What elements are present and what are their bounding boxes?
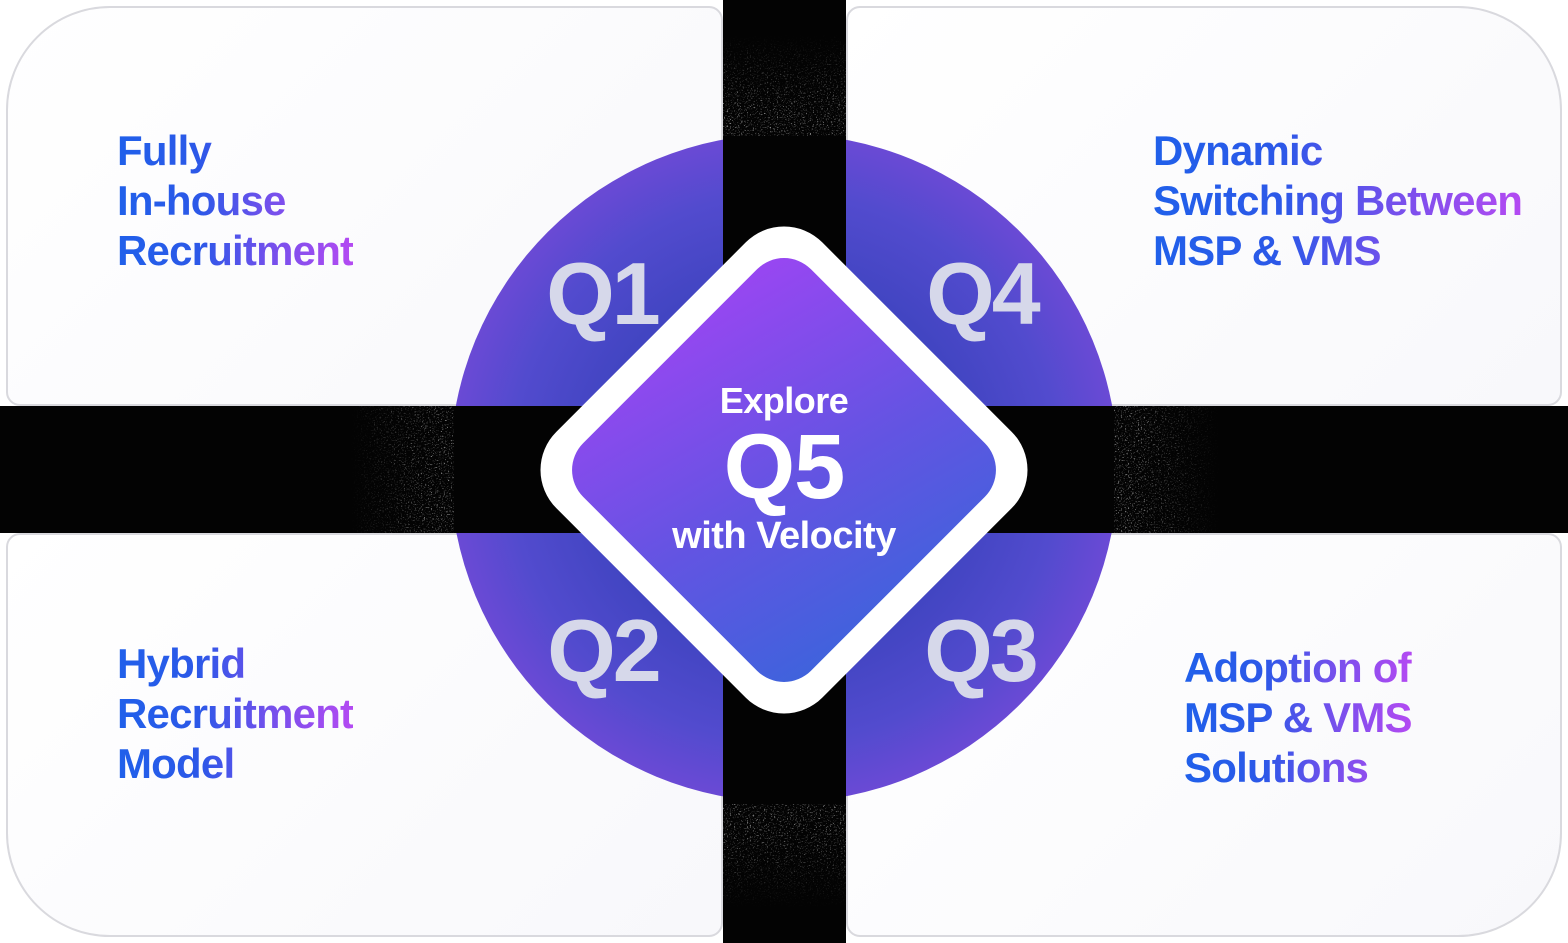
heading-q3: Adoption of MSP & VMS Solutions — [1184, 643, 1412, 793]
spray-grain-top — [723, 34, 846, 136]
heading-q3-line1: Adoption of — [1184, 644, 1411, 691]
heading-q1-line1: Fully — [117, 127, 212, 174]
spray-grain-bottom — [723, 804, 846, 908]
quarter-label-q3: Q3 — [924, 601, 1038, 700]
heading-q3-line3: Solutions — [1184, 744, 1369, 791]
heading-q4: Dynamic Switching Between MSP & VMS — [1153, 126, 1522, 276]
center-diamond: Explore Q5 with Velocity — [518, 204, 1050, 736]
heading-q2-line1: Hybrid — [117, 640, 246, 687]
heading-q4-line2: Switching Between — [1153, 177, 1523, 224]
quarter-label-q2: Q2 — [547, 601, 661, 700]
heading-q1-line3: Recruitment — [117, 227, 354, 274]
center-diamond-text: Explore Q5 with Velocity — [596, 282, 972, 658]
spray-grain-left — [350, 406, 454, 533]
heading-q2: Hybrid Recruitment Model — [117, 639, 353, 789]
center-text-main: Q5 — [723, 416, 845, 519]
heading-q4-line3: MSP & VMS — [1153, 227, 1381, 274]
heading-q3-line2: MSP & VMS — [1184, 694, 1412, 741]
quarter-label-q4: Q4 — [926, 244, 1040, 343]
heading-q1-line2: In-house — [117, 177, 286, 224]
heading-q4-line1: Dynamic — [1153, 127, 1323, 174]
spray-grain-right — [1114, 406, 1220, 533]
heading-q2-line3: Model — [117, 740, 235, 787]
heading-q1: Fully In-house Recruitment — [117, 126, 353, 276]
center-text-bottom: with Velocity — [672, 514, 896, 557]
heading-q2-line2: Recruitment — [117, 690, 354, 737]
quarter-label-q1: Q1 — [546, 244, 660, 343]
